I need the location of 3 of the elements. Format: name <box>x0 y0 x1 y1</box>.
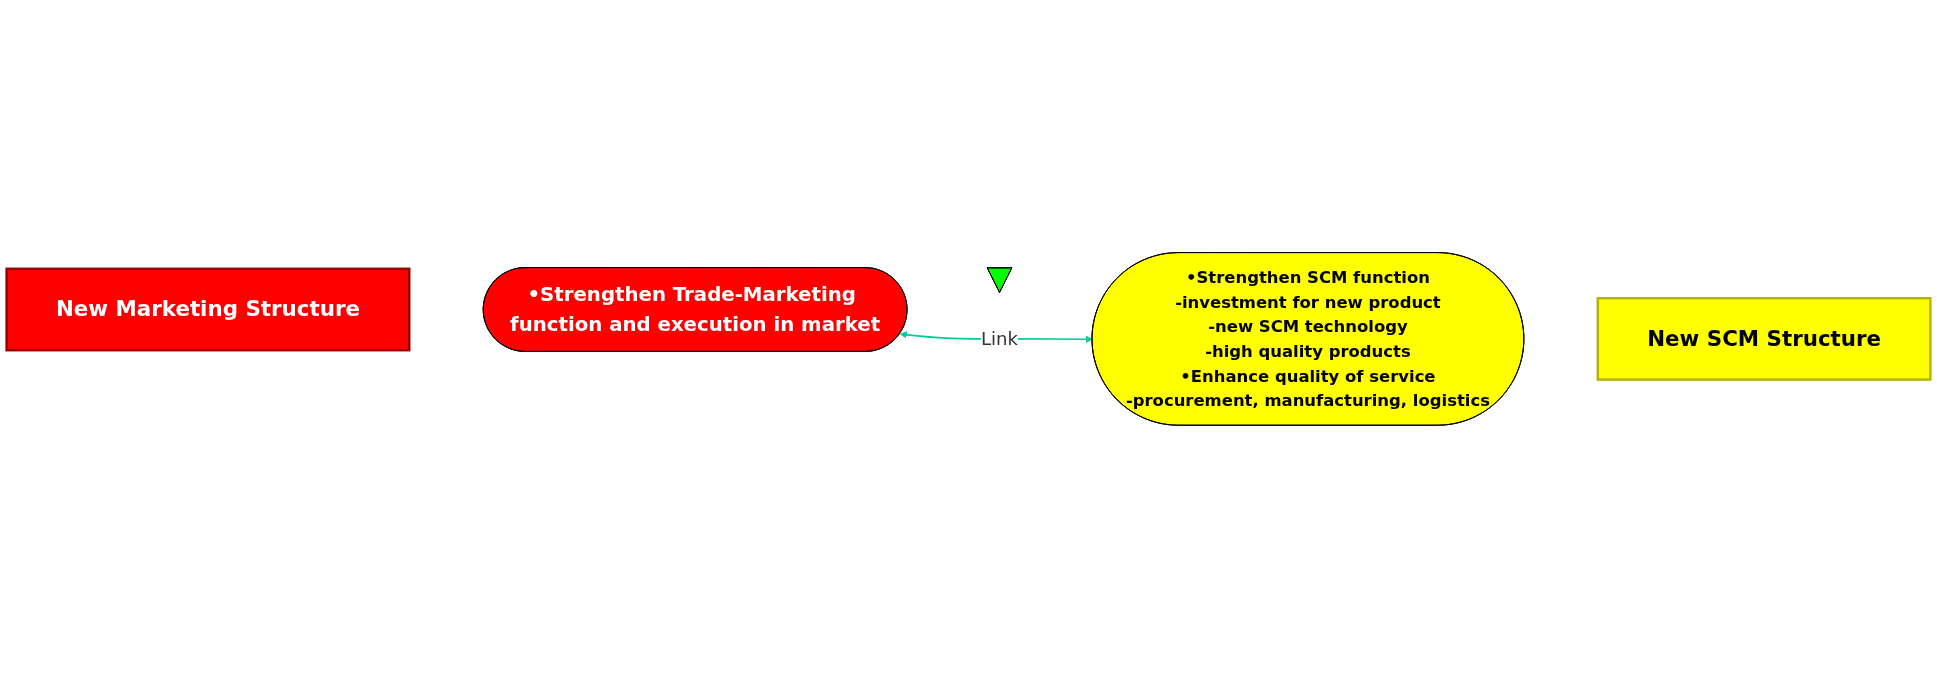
edge-label: Link <box>980 328 1019 350</box>
node-box: New Marketing Structure <box>5 267 411 352</box>
node-box: New SCM Structure <box>1596 297 1932 381</box>
